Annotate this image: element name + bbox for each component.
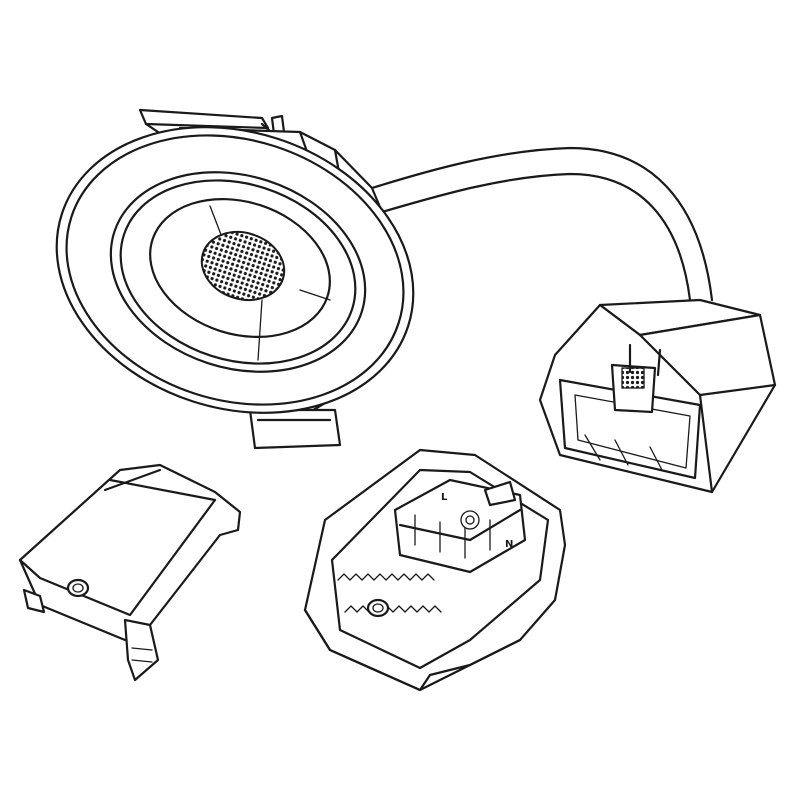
recessed-downlight-icon <box>55 108 415 450</box>
terminal-block-icon: L N <box>303 448 567 692</box>
cable-icon <box>370 146 714 302</box>
neutral-terminal-label: N <box>505 539 513 550</box>
connector-plug-icon <box>538 298 777 494</box>
terminal-cover-icon <box>18 463 242 682</box>
live-terminal-label: L <box>441 492 448 503</box>
